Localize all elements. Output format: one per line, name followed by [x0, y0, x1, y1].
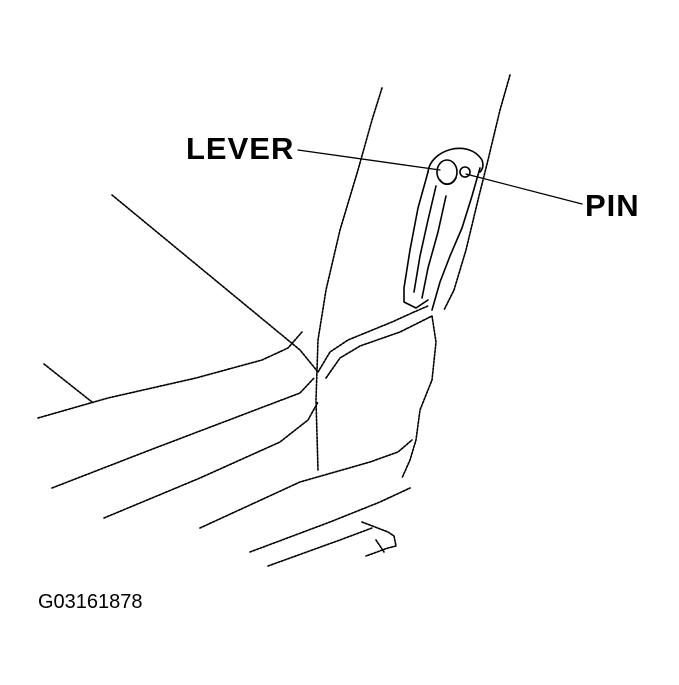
- rail-foot-detail: [361, 521, 397, 557]
- figure-identifier: G03161878: [38, 591, 143, 613]
- seat-cushion-outline: [37, 194, 413, 567]
- lever-callout-label: LEVER: [186, 131, 295, 166]
- leader-lines: [297, 149, 583, 205]
- pin-leader-line: [465, 173, 583, 205]
- lever-leader-line: [297, 149, 441, 171]
- seatback-panel: [317, 305, 437, 479]
- lever-arm: [403, 147, 484, 311]
- seatback-curve: [315, 74, 511, 471]
- pin-callout-label: PIN: [585, 188, 640, 223]
